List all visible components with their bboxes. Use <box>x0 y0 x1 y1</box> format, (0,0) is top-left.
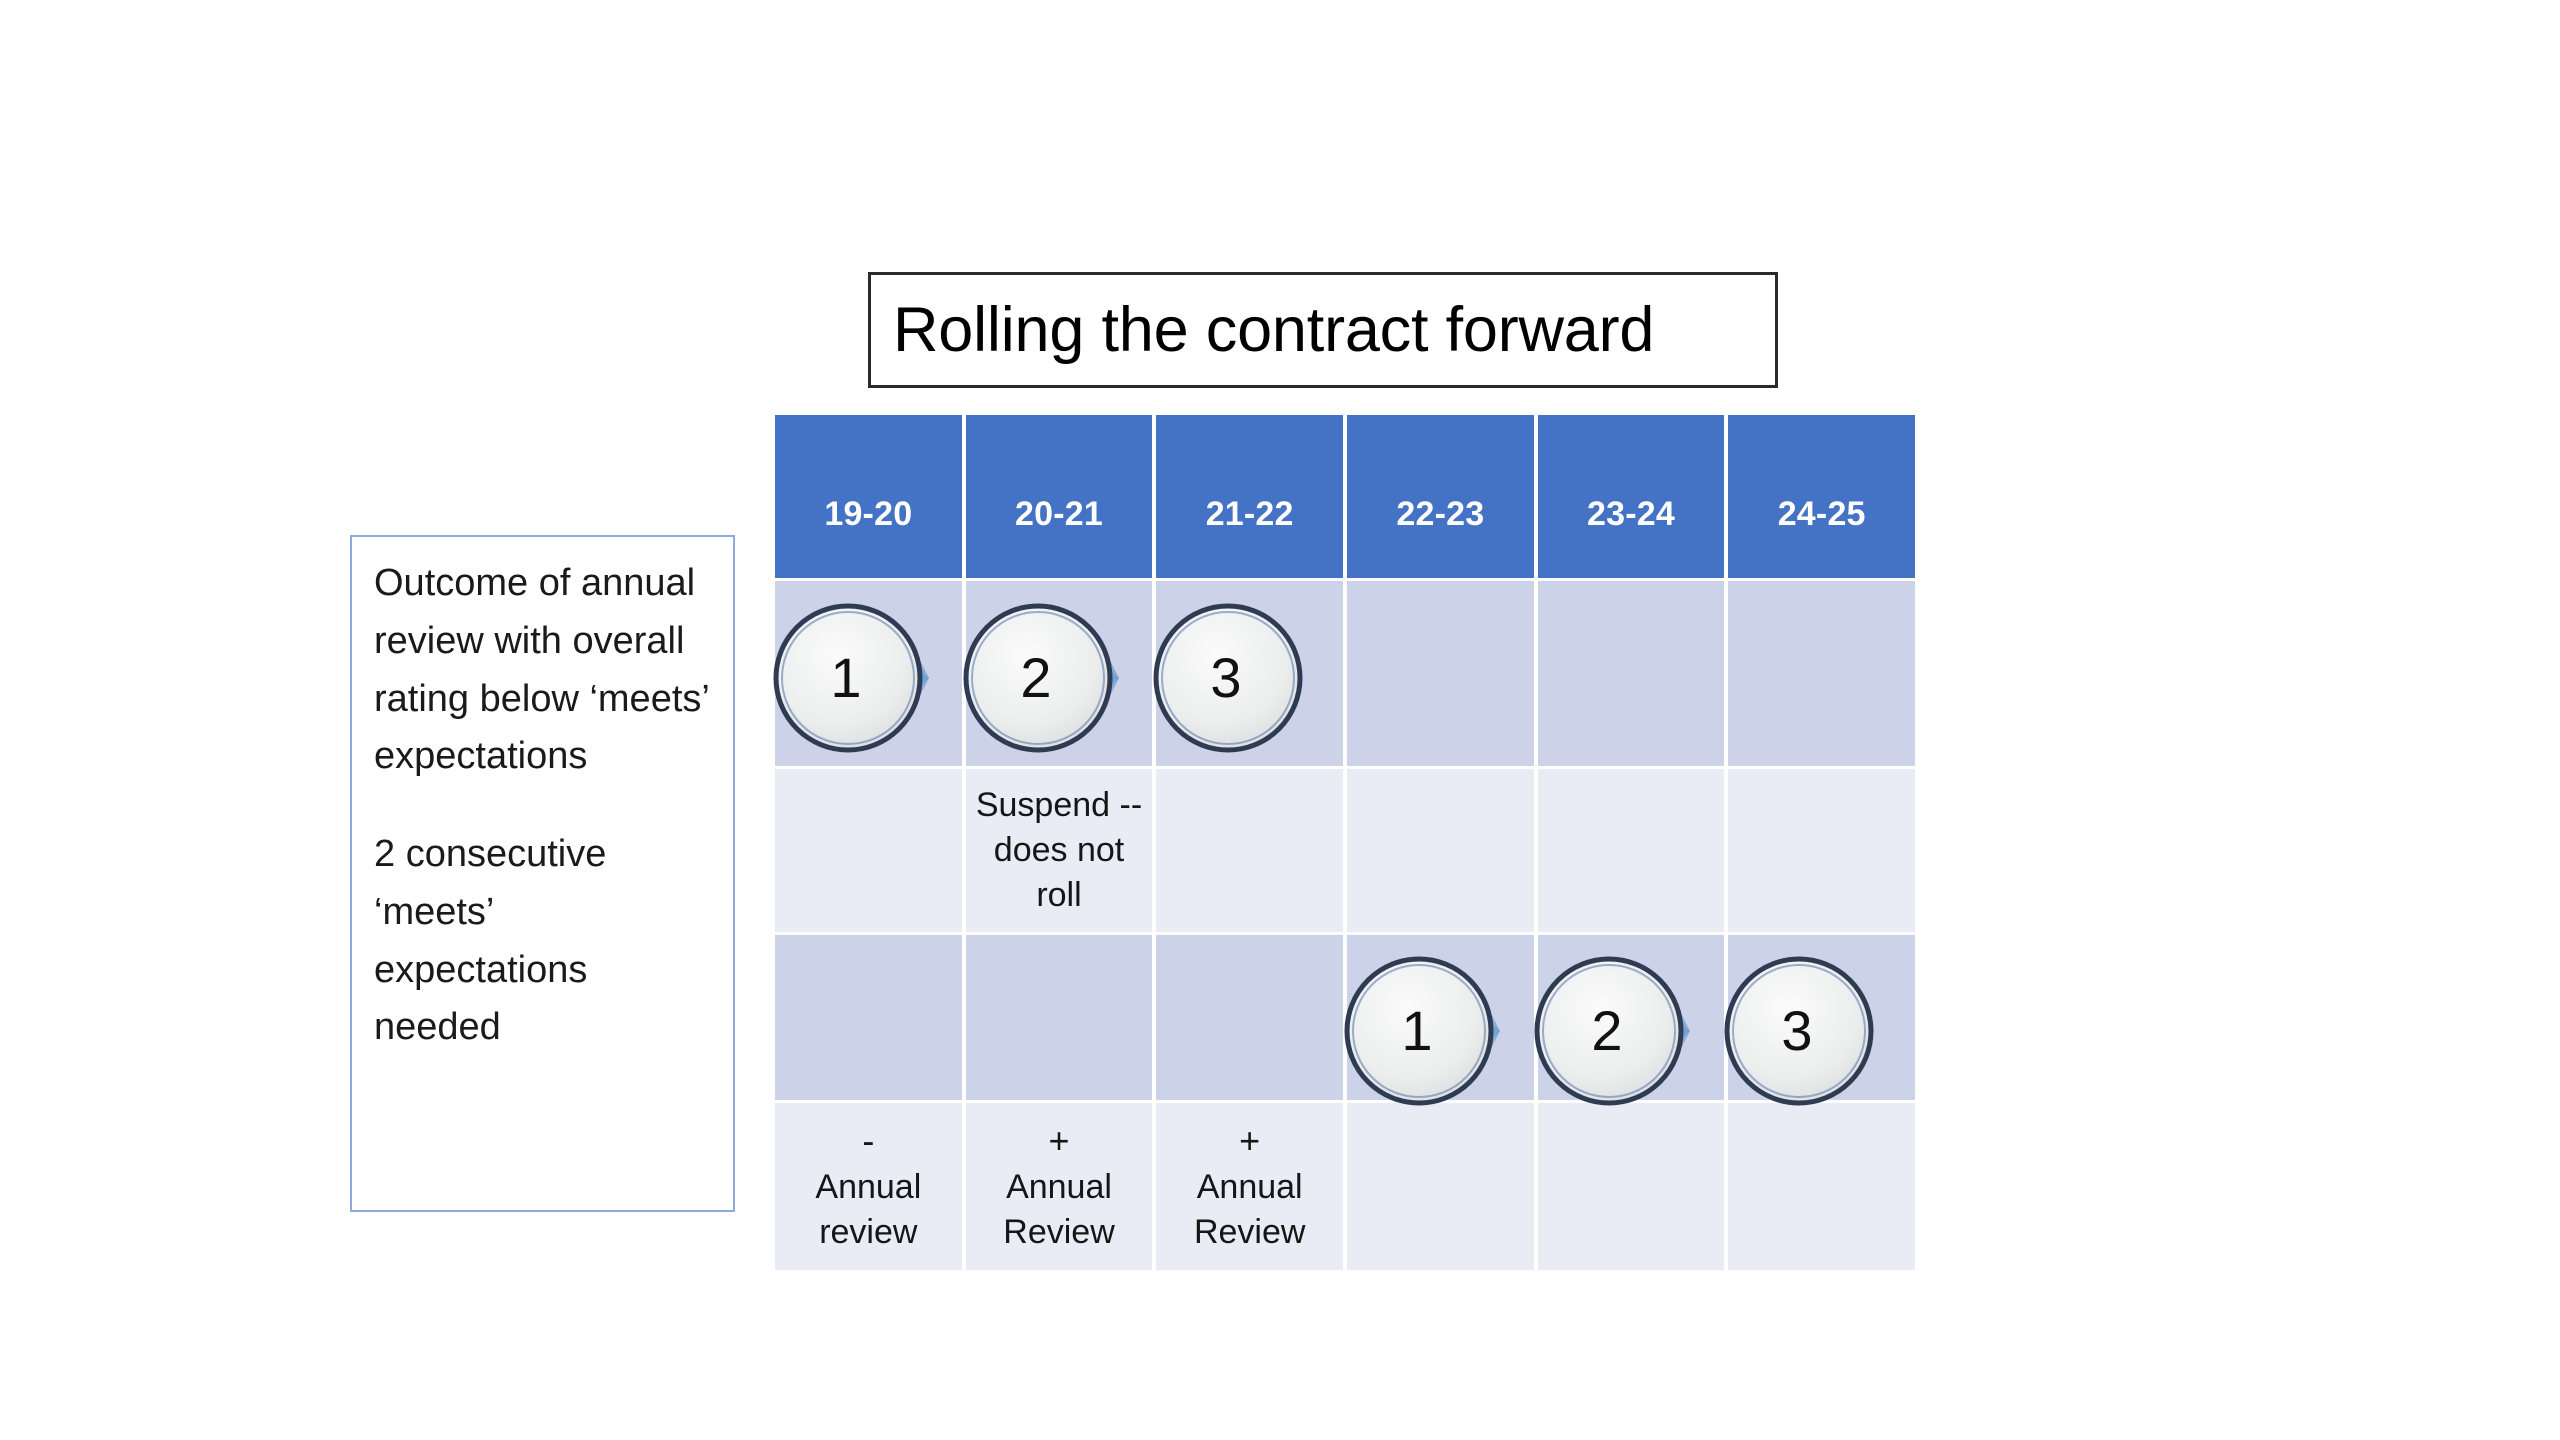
cell-20-21-note[interactable]: Suspend -- does not roll <box>965 769 1157 932</box>
page-title: Rolling the contract forward <box>893 294 1655 365</box>
annual-review-entry: + Annual Review <box>966 1118 1153 1255</box>
header-label: 20-21 <box>1015 495 1103 533</box>
review-sign: + <box>1239 1120 1261 1162</box>
header-label: 23-24 <box>1587 495 1675 533</box>
header-label: 21-22 <box>1205 495 1294 533</box>
cell-19-20-cycle2[interactable] <box>775 935 966 1100</box>
cell-23-24-review[interactable] <box>1537 1103 1729 1270</box>
cycle-marker-1a[interactable]: 1 <box>769 599 929 757</box>
table-header-cell-24-25[interactable]: 24-25 <box>1728 415 1916 578</box>
cell-22-23-cycle1[interactable] <box>1347 581 1538 766</box>
table-header-cell-19-20[interactable]: 19-20 <box>775 415 966 578</box>
table-row <box>775 581 1916 766</box>
review-label: Annual review <box>815 1168 922 1251</box>
chevron-circle-icon <box>773 603 929 753</box>
table-row: - Annual review + Annual Review + Annual… <box>775 1103 1916 1270</box>
header-label: 22-23 <box>1396 495 1485 533</box>
review-label: Annual Review <box>1003 1168 1115 1251</box>
chevron-circle-icon <box>963 603 1119 753</box>
suspend-note-text: Suspend -- does not roll <box>975 786 1143 914</box>
contract-timeline-table: 19-20 20-21 21-22 22-23 23-24 24-25 <box>773 415 1916 1270</box>
table-row: Suspend -- does not roll <box>775 769 1916 932</box>
cell-24-25-note[interactable] <box>1728 769 1916 932</box>
table-header-cell-22-23[interactable]: 22-23 <box>1347 415 1538 578</box>
review-sign: + <box>1048 1120 1070 1162</box>
note-paragraph-1: Outcome of annual review with overall ra… <box>374 562 709 778</box>
cycle-marker-2c[interactable]: 3 <box>1720 952 1878 1110</box>
table-header-row: 19-20 20-21 21-22 22-23 23-24 24-25 <box>775 415 1916 578</box>
annual-review-entry: + Annual Review <box>1156 1118 1343 1255</box>
chevron-circle-icon <box>1534 956 1690 1106</box>
cell-22-23-note[interactable] <box>1347 769 1538 932</box>
header-label: 19-20 <box>824 495 913 533</box>
cell-24-25-review[interactable] <box>1728 1103 1916 1270</box>
cycle-marker-label: 3 <box>1781 999 1813 1062</box>
cell-24-25-cycle1[interactable] <box>1728 581 1916 766</box>
cell-21-22-cycle2[interactable] <box>1156 935 1348 1100</box>
header-label: 24-25 <box>1777 495 1866 533</box>
cell-19-20-review[interactable]: - Annual review <box>775 1103 966 1270</box>
cycle-marker-1b[interactable]: 2 <box>959 599 1119 757</box>
chevron-circle-icon <box>1344 956 1500 1106</box>
cell-20-21-review[interactable]: + Annual Review <box>965 1103 1157 1270</box>
cell-22-23-review[interactable] <box>1347 1103 1538 1270</box>
cell-19-20-note[interactable] <box>775 769 966 932</box>
note-spacer <box>374 786 715 826</box>
cell-21-22-review[interactable]: + Annual Review <box>1156 1103 1348 1270</box>
table-header-cell-20-21[interactable]: 20-21 <box>965 415 1157 578</box>
circle-icon <box>1153 603 1303 753</box>
cycle-marker-2a[interactable]: 1 <box>1340 952 1500 1110</box>
review-sign: - <box>862 1120 875 1162</box>
cycle-marker-label: 2 <box>1020 646 1052 709</box>
cycle-marker-label: 1 <box>830 646 862 709</box>
cycle-marker-2b[interactable]: 2 <box>1530 952 1690 1110</box>
note-paragraph-2: 2 consecutive ‘meets’ expectations neede… <box>374 833 607 1049</box>
cell-21-22-note[interactable] <box>1156 769 1348 932</box>
note-box: Outcome of annual review with overall ra… <box>350 535 735 1212</box>
cycle-marker-label: 2 <box>1591 999 1623 1062</box>
cycle-marker-label: 3 <box>1210 646 1242 709</box>
review-label: Annual Review <box>1193 1168 1306 1251</box>
cell-23-24-note[interactable] <box>1537 769 1729 932</box>
circle-icon <box>1724 956 1874 1106</box>
table-header-cell-21-22[interactable]: 21-22 <box>1156 415 1348 578</box>
cycle-marker-layer: 1 2 <box>773 415 1915 1270</box>
title-box: Rolling the contract forward <box>868 272 1778 388</box>
table-header-cell-23-24[interactable]: 23-24 <box>1537 415 1729 578</box>
cell-23-24-cycle1[interactable] <box>1537 581 1729 766</box>
cycle-marker-label: 1 <box>1401 999 1433 1062</box>
cycle-marker-1c[interactable]: 3 <box>1149 599 1307 757</box>
cell-20-21-cycle2[interactable] <box>965 935 1157 1100</box>
annual-review-entry: - Annual review <box>775 1118 962 1255</box>
